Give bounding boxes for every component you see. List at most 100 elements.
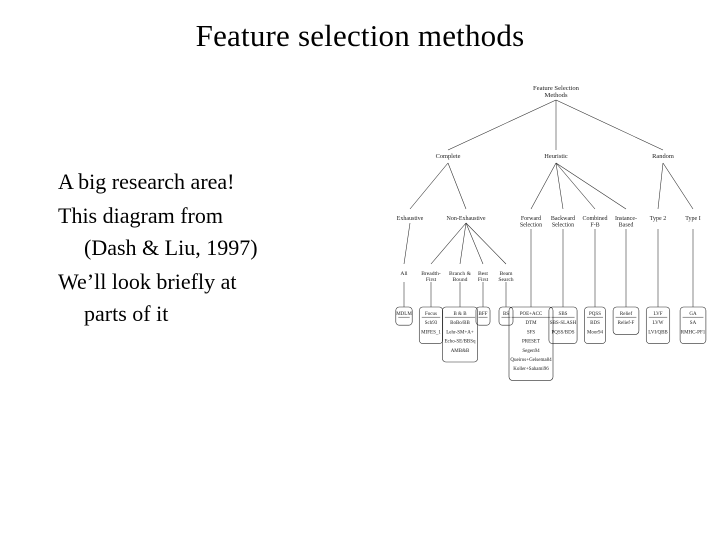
leaf-item-lvf: LVF xyxy=(654,312,663,317)
body-line-continuation: (Dash & Liu, 1997) xyxy=(84,234,258,260)
node-label-random: Random xyxy=(652,153,674,160)
label-line: Best xyxy=(478,271,488,277)
leaf-item-relief: Relief xyxy=(620,312,633,317)
label-line: Forward xyxy=(521,216,541,222)
leaf-item-sbs-slash: SBS-SLASH xyxy=(550,321,577,326)
label-line: Type 2 xyxy=(650,216,666,222)
node-label-complete: Complete xyxy=(436,153,461,160)
leaf-item-pqss: PQSS xyxy=(589,312,601,317)
edge-random-to-type-i xyxy=(662,162,694,210)
page-title: Feature selection methods xyxy=(195,18,525,53)
label-line: First xyxy=(478,277,489,283)
edge-complete-to-non-exhaustive xyxy=(447,162,467,210)
label-line: Complete xyxy=(436,153,461,160)
edge-complete-to-exhaustive xyxy=(409,162,449,210)
leaf-item-sa: SA xyxy=(690,321,697,326)
leaf-item-preset: PRESET xyxy=(522,340,540,345)
edge-random-to-type-2 xyxy=(657,162,664,210)
edge-non-exhaustive-to-breadth-first xyxy=(430,222,467,265)
node-label-heuristic: Heuristic xyxy=(544,153,568,160)
leaf-box-instance-based xyxy=(612,306,640,335)
leaf-item-lvi-qbb: LVI/QBB xyxy=(648,330,668,335)
label-line: F-B xyxy=(590,222,599,228)
leaf-item-sch93: Sch93 xyxy=(425,321,438,326)
leaf-item-amb-b: AMB&B xyxy=(451,349,470,354)
label-line: Selection xyxy=(552,222,574,228)
edge-root-to-complete xyxy=(447,99,557,151)
edge-heuristic-to-combined-f-b xyxy=(555,162,596,210)
label-line: Search xyxy=(498,277,513,283)
leaf-item-mdlm: MDLM xyxy=(396,312,412,317)
label-line: Based xyxy=(619,222,634,228)
leaf-item-poe-acc: POE+ACC xyxy=(520,312,543,317)
label-line: Backward xyxy=(551,216,575,222)
tree-edges-group xyxy=(403,99,694,307)
node-label-non-exhaustive: Non-Exhaustive xyxy=(447,216,486,222)
body-paragraph: This diagram from (Dash & Liu, 1997) xyxy=(58,200,358,264)
body-line-main: We’ll look briefly at xyxy=(58,268,237,294)
node-label-instance-based: Instance-Based xyxy=(615,216,637,228)
label-line: Non-Exhaustive xyxy=(447,216,486,222)
label-line: Random xyxy=(652,153,674,160)
leaf-box-backward-selection xyxy=(548,306,578,344)
node-label-type-i: Type I xyxy=(685,216,700,222)
leaf-boxes-group xyxy=(395,306,707,381)
node-label-type-2: Type 2 xyxy=(650,216,666,222)
label-line: Methods xyxy=(544,92,568,99)
edge-heuristic-to-forward-selection xyxy=(530,162,557,210)
edge-heuristic-to-instance-based xyxy=(555,162,627,210)
leaf-item-pqss-bds: PQSS/BDS xyxy=(551,330,574,335)
leaf-item-sfs: SFS xyxy=(527,330,536,335)
body-line-main: This diagram from xyxy=(58,202,223,228)
node-label-all: All xyxy=(400,271,408,277)
leaf-item-rmhc-pf1: RMHC-PF1 xyxy=(681,330,706,335)
node-label-branch-bound: Branch &Bound xyxy=(449,271,472,283)
edge-non-exhaustive-to-best-first xyxy=(465,222,484,265)
leaf-item-segen94: Segen94 xyxy=(522,349,540,354)
leaf-item-echo-se-bbsq: Echo-SE/BBSq xyxy=(444,340,476,345)
leaf-box-type-i xyxy=(679,306,707,344)
label-line: All xyxy=(400,271,408,277)
label-line: Branch & xyxy=(449,271,472,277)
label-line: Type I xyxy=(685,216,700,222)
edge-non-exhaustive-to-beam-search xyxy=(465,222,507,265)
body-paragraph: We’ll look briefly at parts of it xyxy=(58,266,358,330)
label-line: Selection xyxy=(520,222,542,228)
label-line: Bound xyxy=(453,277,468,283)
leaf-item-relief-f: Relief-F xyxy=(618,321,635,326)
body-line-continuation: parts of it xyxy=(84,300,169,326)
label-line: Exhaustive xyxy=(397,216,424,222)
label-line: Instance- xyxy=(615,216,637,222)
leaf-item-bs: BS xyxy=(503,312,509,317)
leaf-item-moor94: Moor94 xyxy=(587,330,604,335)
leaf-item-focus: Focus xyxy=(425,312,437,317)
leaf-item-mifes-1: MIFES_1 xyxy=(421,330,441,335)
label-line: Feature Selection xyxy=(533,85,580,92)
leaf-item-lvw: LVW xyxy=(653,321,664,326)
leaf-item-lehr-sm-a: Lehr-SM+A+ xyxy=(446,330,474,335)
leaf-item-bds: BDS xyxy=(590,321,600,326)
leaf-item-koller-sahami96: Koller+Sahami96 xyxy=(513,367,549,372)
leaf-box-all xyxy=(395,306,413,326)
leaf-box-best-first xyxy=(475,306,491,326)
leaf-item-bff: BFF xyxy=(479,312,488,317)
node-label-exhaustive: Exhaustive xyxy=(397,216,424,222)
leaf-item-sbs: SBS xyxy=(559,312,568,317)
body-paragraph: A big research area! xyxy=(58,166,358,198)
edge-heuristic-to-backward-selection xyxy=(555,162,564,210)
leaf-box-combined-f-b xyxy=(584,306,606,344)
leaf-item-queiros-gelsema84: Queiros+Gelsema84 xyxy=(510,358,552,363)
leaf-item-bobo-bb: BoBo/BB xyxy=(450,321,470,326)
label-line: Beam xyxy=(499,271,513,277)
label-line: Breadth- xyxy=(421,271,441,277)
leaf-box-beam-search xyxy=(498,306,514,326)
leaf-item-ga: GA xyxy=(689,312,697,317)
edge-non-exhaustive-to-branch-bound xyxy=(459,222,467,265)
label-line: Heuristic xyxy=(544,153,568,160)
leaf-box-type-2 xyxy=(645,306,671,344)
